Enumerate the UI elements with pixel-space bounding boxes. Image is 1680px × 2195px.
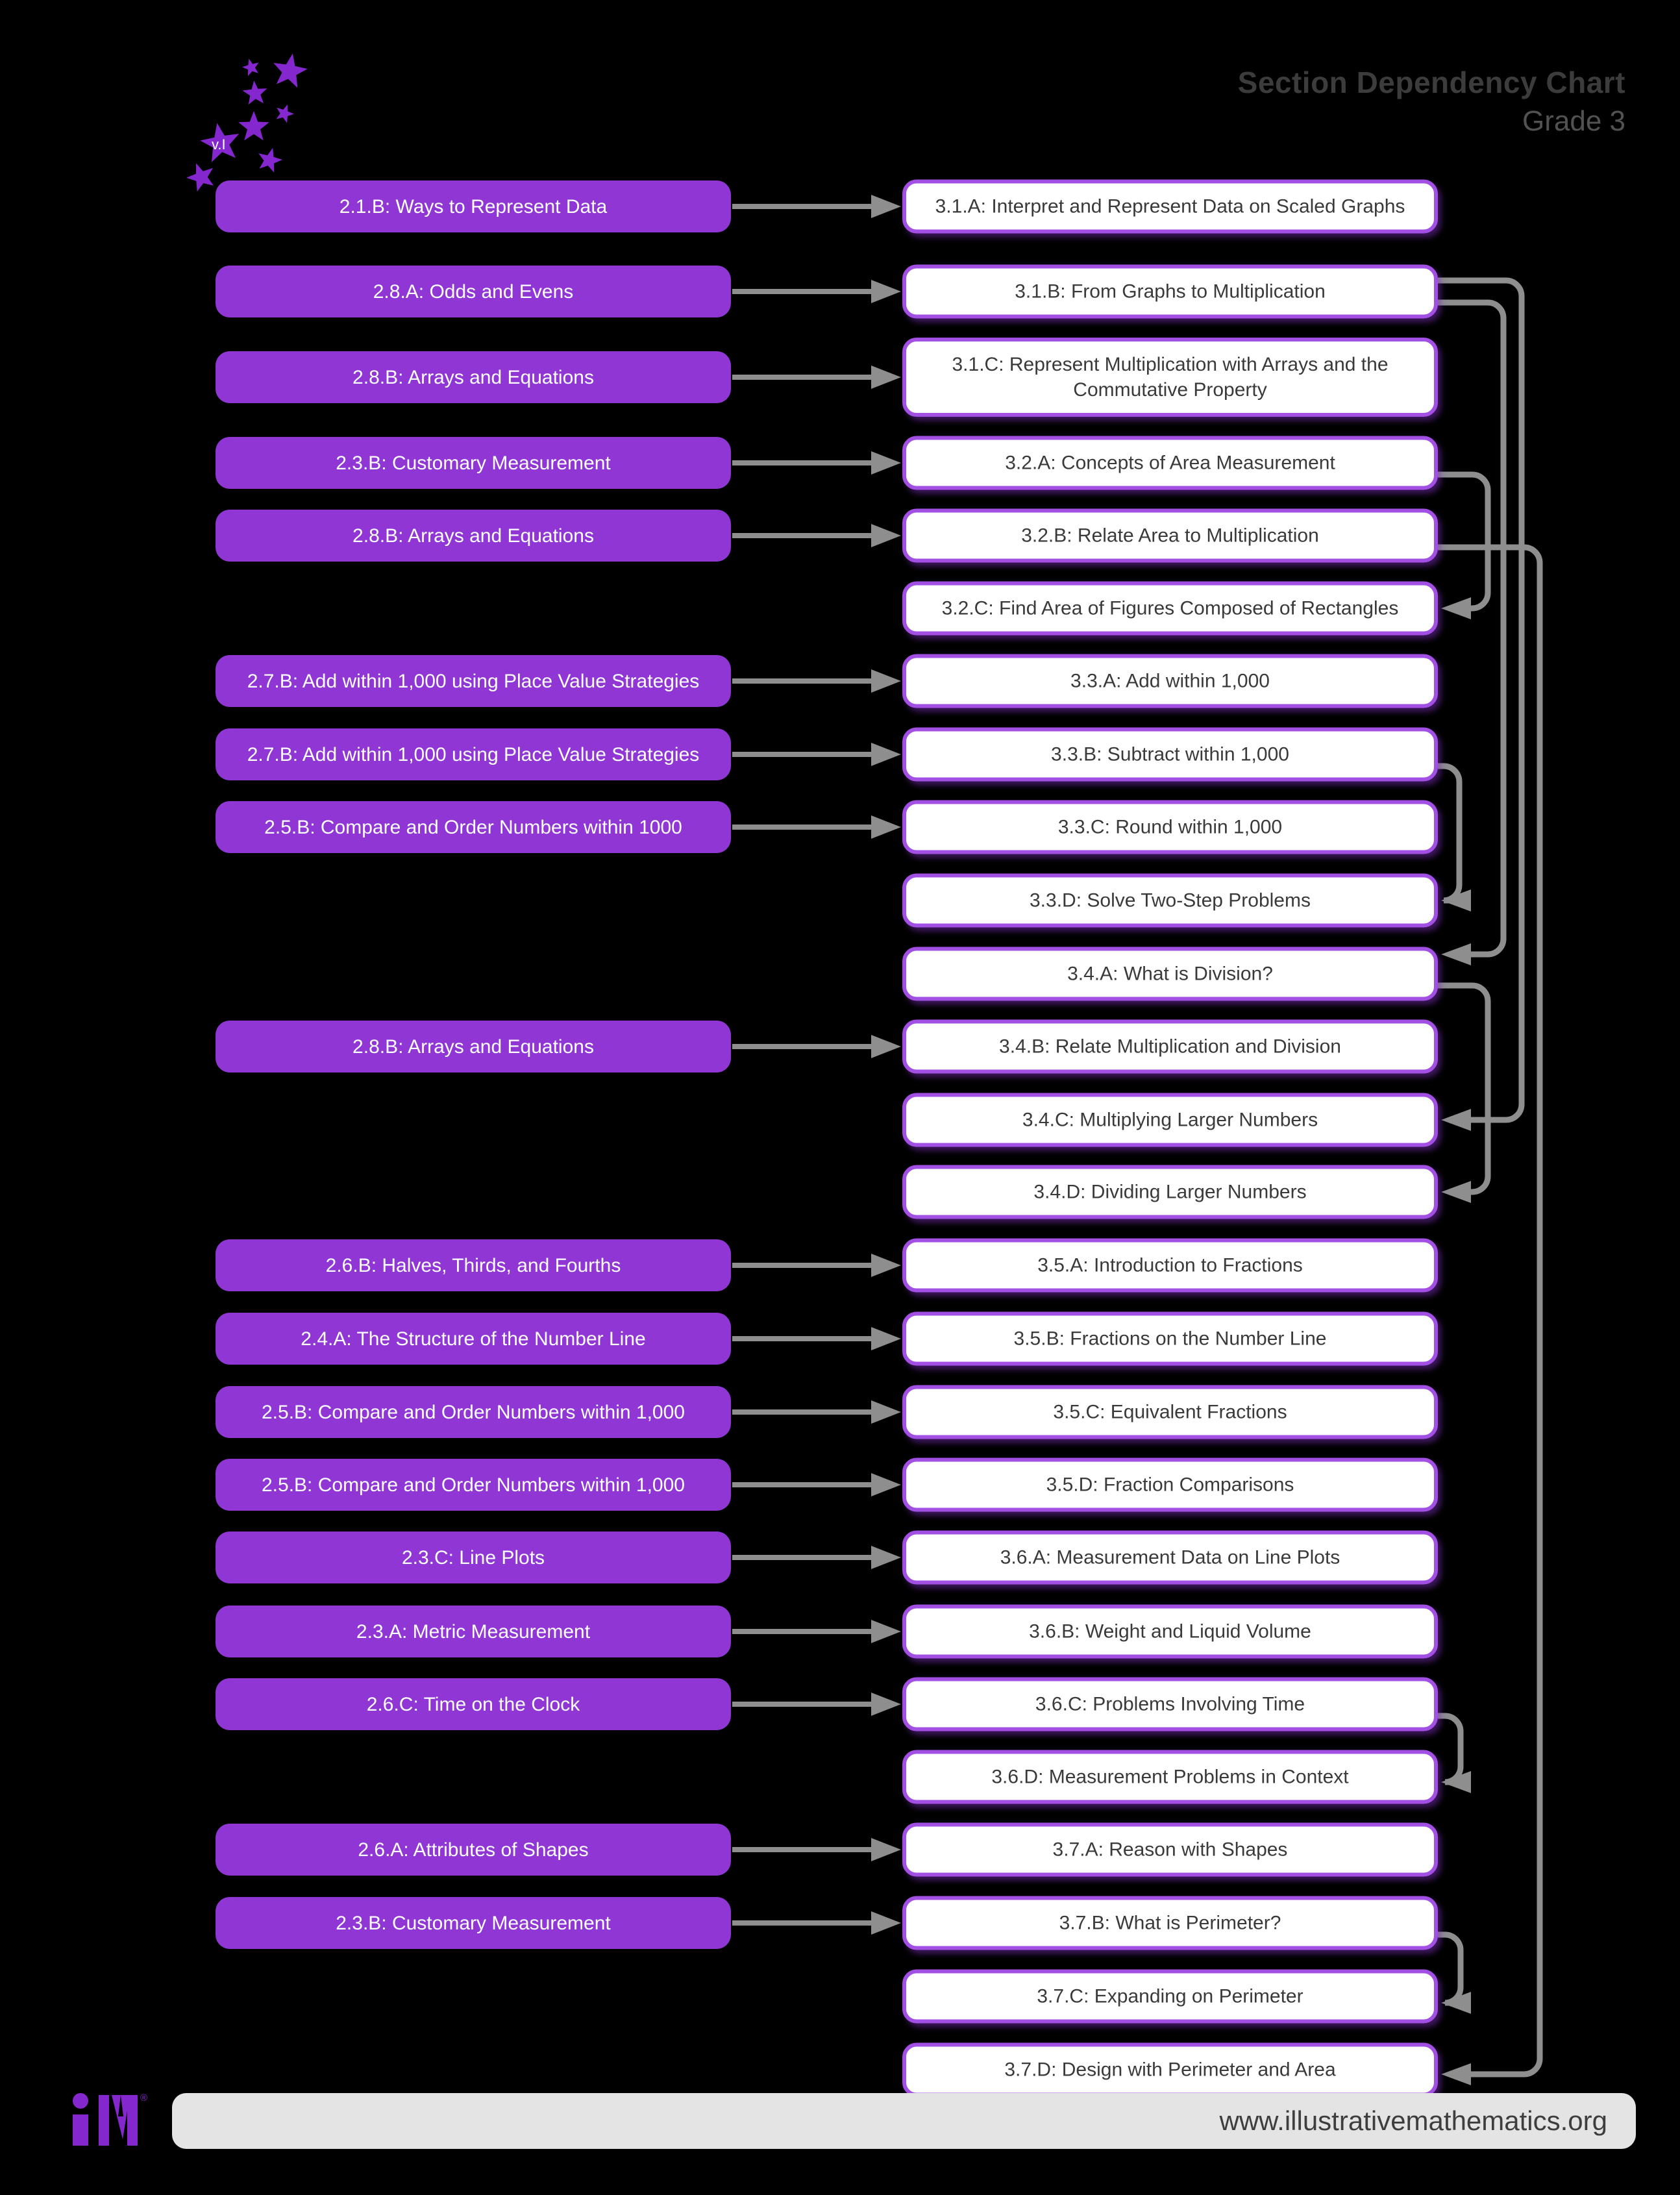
grade2-section-box: 2.7.B: Add within 1,000 using Place Valu… bbox=[216, 728, 731, 780]
im-logo-i-stem bbox=[73, 2114, 88, 2146]
grade3-section-box: 3.4.D: Dividing Larger Numbers bbox=[902, 1165, 1438, 1219]
star-icon bbox=[276, 104, 294, 123]
footer-url: www.illustrativemathematics.org bbox=[1219, 2105, 1607, 2136]
grade3-section-box: 3.5.C: Equivalent Fractions bbox=[902, 1385, 1438, 1439]
star-icon bbox=[238, 111, 269, 141]
im-logo-m-right bbox=[127, 2095, 138, 2146]
grade2-section-box: 2.1.B: Ways to Represent Data bbox=[216, 180, 731, 232]
grade2-section-box: 2.5.B: Compare and Order Numbers within … bbox=[216, 1386, 731, 1438]
grade3-section-box: 3.5.A: Introduction to Fractions bbox=[902, 1238, 1438, 1293]
grade3-section-box: 3.3.A: Add within 1,000 bbox=[902, 654, 1438, 708]
chart-header: Section Dependency Chart Grade 3 bbox=[1238, 65, 1625, 138]
grade2-section-box: 2.5.B: Compare and Order Numbers within … bbox=[216, 1459, 731, 1511]
grade3-section-box: 3.7.D: Design with Perimeter and Area bbox=[902, 2042, 1438, 2097]
grade2-section-box: 2.3.C: Line Plots bbox=[216, 1532, 731, 1583]
grade3-section-box: 3.7.B: What is Perimeter? bbox=[902, 1896, 1438, 1950]
star-icon bbox=[200, 123, 240, 162]
grade3-section-box: 3.3.D: Solve Two-Step Problems bbox=[902, 873, 1438, 928]
grade3-section-box: 3.1.C: Represent Multiplication with Arr… bbox=[902, 338, 1438, 417]
grade2-section-box: 2.4.A: The Structure of the Number Line bbox=[216, 1313, 731, 1365]
grade2-section-box: 2.3.A: Metric Measurement bbox=[216, 1606, 731, 1657]
grade2-section-box: 2.3.B: Customary Measurement bbox=[216, 437, 731, 489]
grade3-section-box: 3.7.A: Reason with Shapes bbox=[902, 1822, 1438, 1877]
grade3-section-box: 3.6.B: Weight and Liquid Volume bbox=[902, 1604, 1438, 1659]
grade2-section-box: 2.5.B: Compare and Order Numbers within … bbox=[216, 801, 731, 853]
im-logo-icon: ® bbox=[73, 2092, 147, 2146]
grade3-section-box: 3.7.C: Expanding on Perimeter bbox=[902, 1969, 1438, 2024]
grade3-section-box: 3.1.A: Interpret and Represent Data on S… bbox=[902, 179, 1438, 234]
grade3-section-box: 3.3.C: Round within 1,000 bbox=[902, 800, 1438, 854]
grade2-section-box: 2.6.A: Attributes of Shapes bbox=[216, 1824, 731, 1876]
grade3-section-box: 3.2.A: Concepts of Area Measurement bbox=[902, 436, 1438, 490]
star-icon bbox=[242, 81, 267, 105]
footer-bar: www.illustrativemathematics.org bbox=[172, 2093, 1636, 2149]
star-icon bbox=[273, 53, 308, 88]
grade2-section-box: 2.3.B: Customary Measurement bbox=[216, 1897, 731, 1949]
grade3-section-box: 3.4.B: Relate Multiplication and Divisio… bbox=[902, 1019, 1438, 1074]
grade3-section-box: 3.1.B: From Graphs to Multiplication bbox=[902, 264, 1438, 319]
star-icon bbox=[186, 163, 214, 192]
grade3-section-box: 3.2.B: Relate Area to Multiplication bbox=[902, 508, 1438, 563]
im-logo-m-left bbox=[99, 2095, 109, 2146]
chart-title: Section Dependency Chart bbox=[1237, 66, 1625, 99]
grade3-section-box: 3.3.B: Subtract within 1,000 bbox=[902, 727, 1438, 782]
grade3-section-box: 3.4.A: What is Division? bbox=[902, 947, 1438, 1001]
grade2-section-box: 2.8.A: Odds and Evens bbox=[216, 266, 731, 317]
grade3-section-box: 3.5.D: Fraction Comparisons bbox=[902, 1457, 1438, 1512]
star-icon bbox=[258, 147, 282, 173]
grade2-section-box: 2.8.B: Arrays and Equations bbox=[216, 510, 731, 562]
im-logo-m-v bbox=[112, 2095, 130, 2139]
grade3-section-box: 3.2.C: Find Area of Figures Composed of … bbox=[902, 581, 1438, 636]
chart-subtitle: Grade 3 bbox=[1522, 105, 1625, 137]
star-cluster-icon: v.I bbox=[186, 53, 308, 192]
grade3-section-box: 3.6.A: Measurement Data on Line Plots bbox=[902, 1530, 1438, 1585]
grade3-section-box: 3.6.D: Measurement Problems in Context bbox=[902, 1750, 1438, 1804]
star-logo-text: v.I bbox=[212, 136, 226, 153]
grade3-section-box: 3.5.B: Fractions on the Number Line bbox=[902, 1311, 1438, 1366]
grade2-section-box: 2.6.C: Time on the Clock bbox=[216, 1678, 731, 1730]
im-logo-i-dot bbox=[73, 2093, 88, 2109]
grade2-section-box: 2.6.B: Halves, Thirds, and Fourths bbox=[216, 1239, 731, 1291]
grade3-section-box: 3.4.C: Multiplying Larger Numbers bbox=[902, 1093, 1438, 1147]
registered-mark: ® bbox=[140, 2092, 147, 2103]
grade2-section-box: 2.7.B: Add within 1,000 using Place Valu… bbox=[216, 655, 731, 707]
star-icon bbox=[242, 58, 259, 77]
grade2-section-box: 2.8.B: Arrays and Equations bbox=[216, 351, 731, 403]
grade3-section-box: 3.6.C: Problems Involving Time bbox=[902, 1677, 1438, 1731]
grade2-section-box: 2.8.B: Arrays and Equations bbox=[216, 1021, 731, 1073]
